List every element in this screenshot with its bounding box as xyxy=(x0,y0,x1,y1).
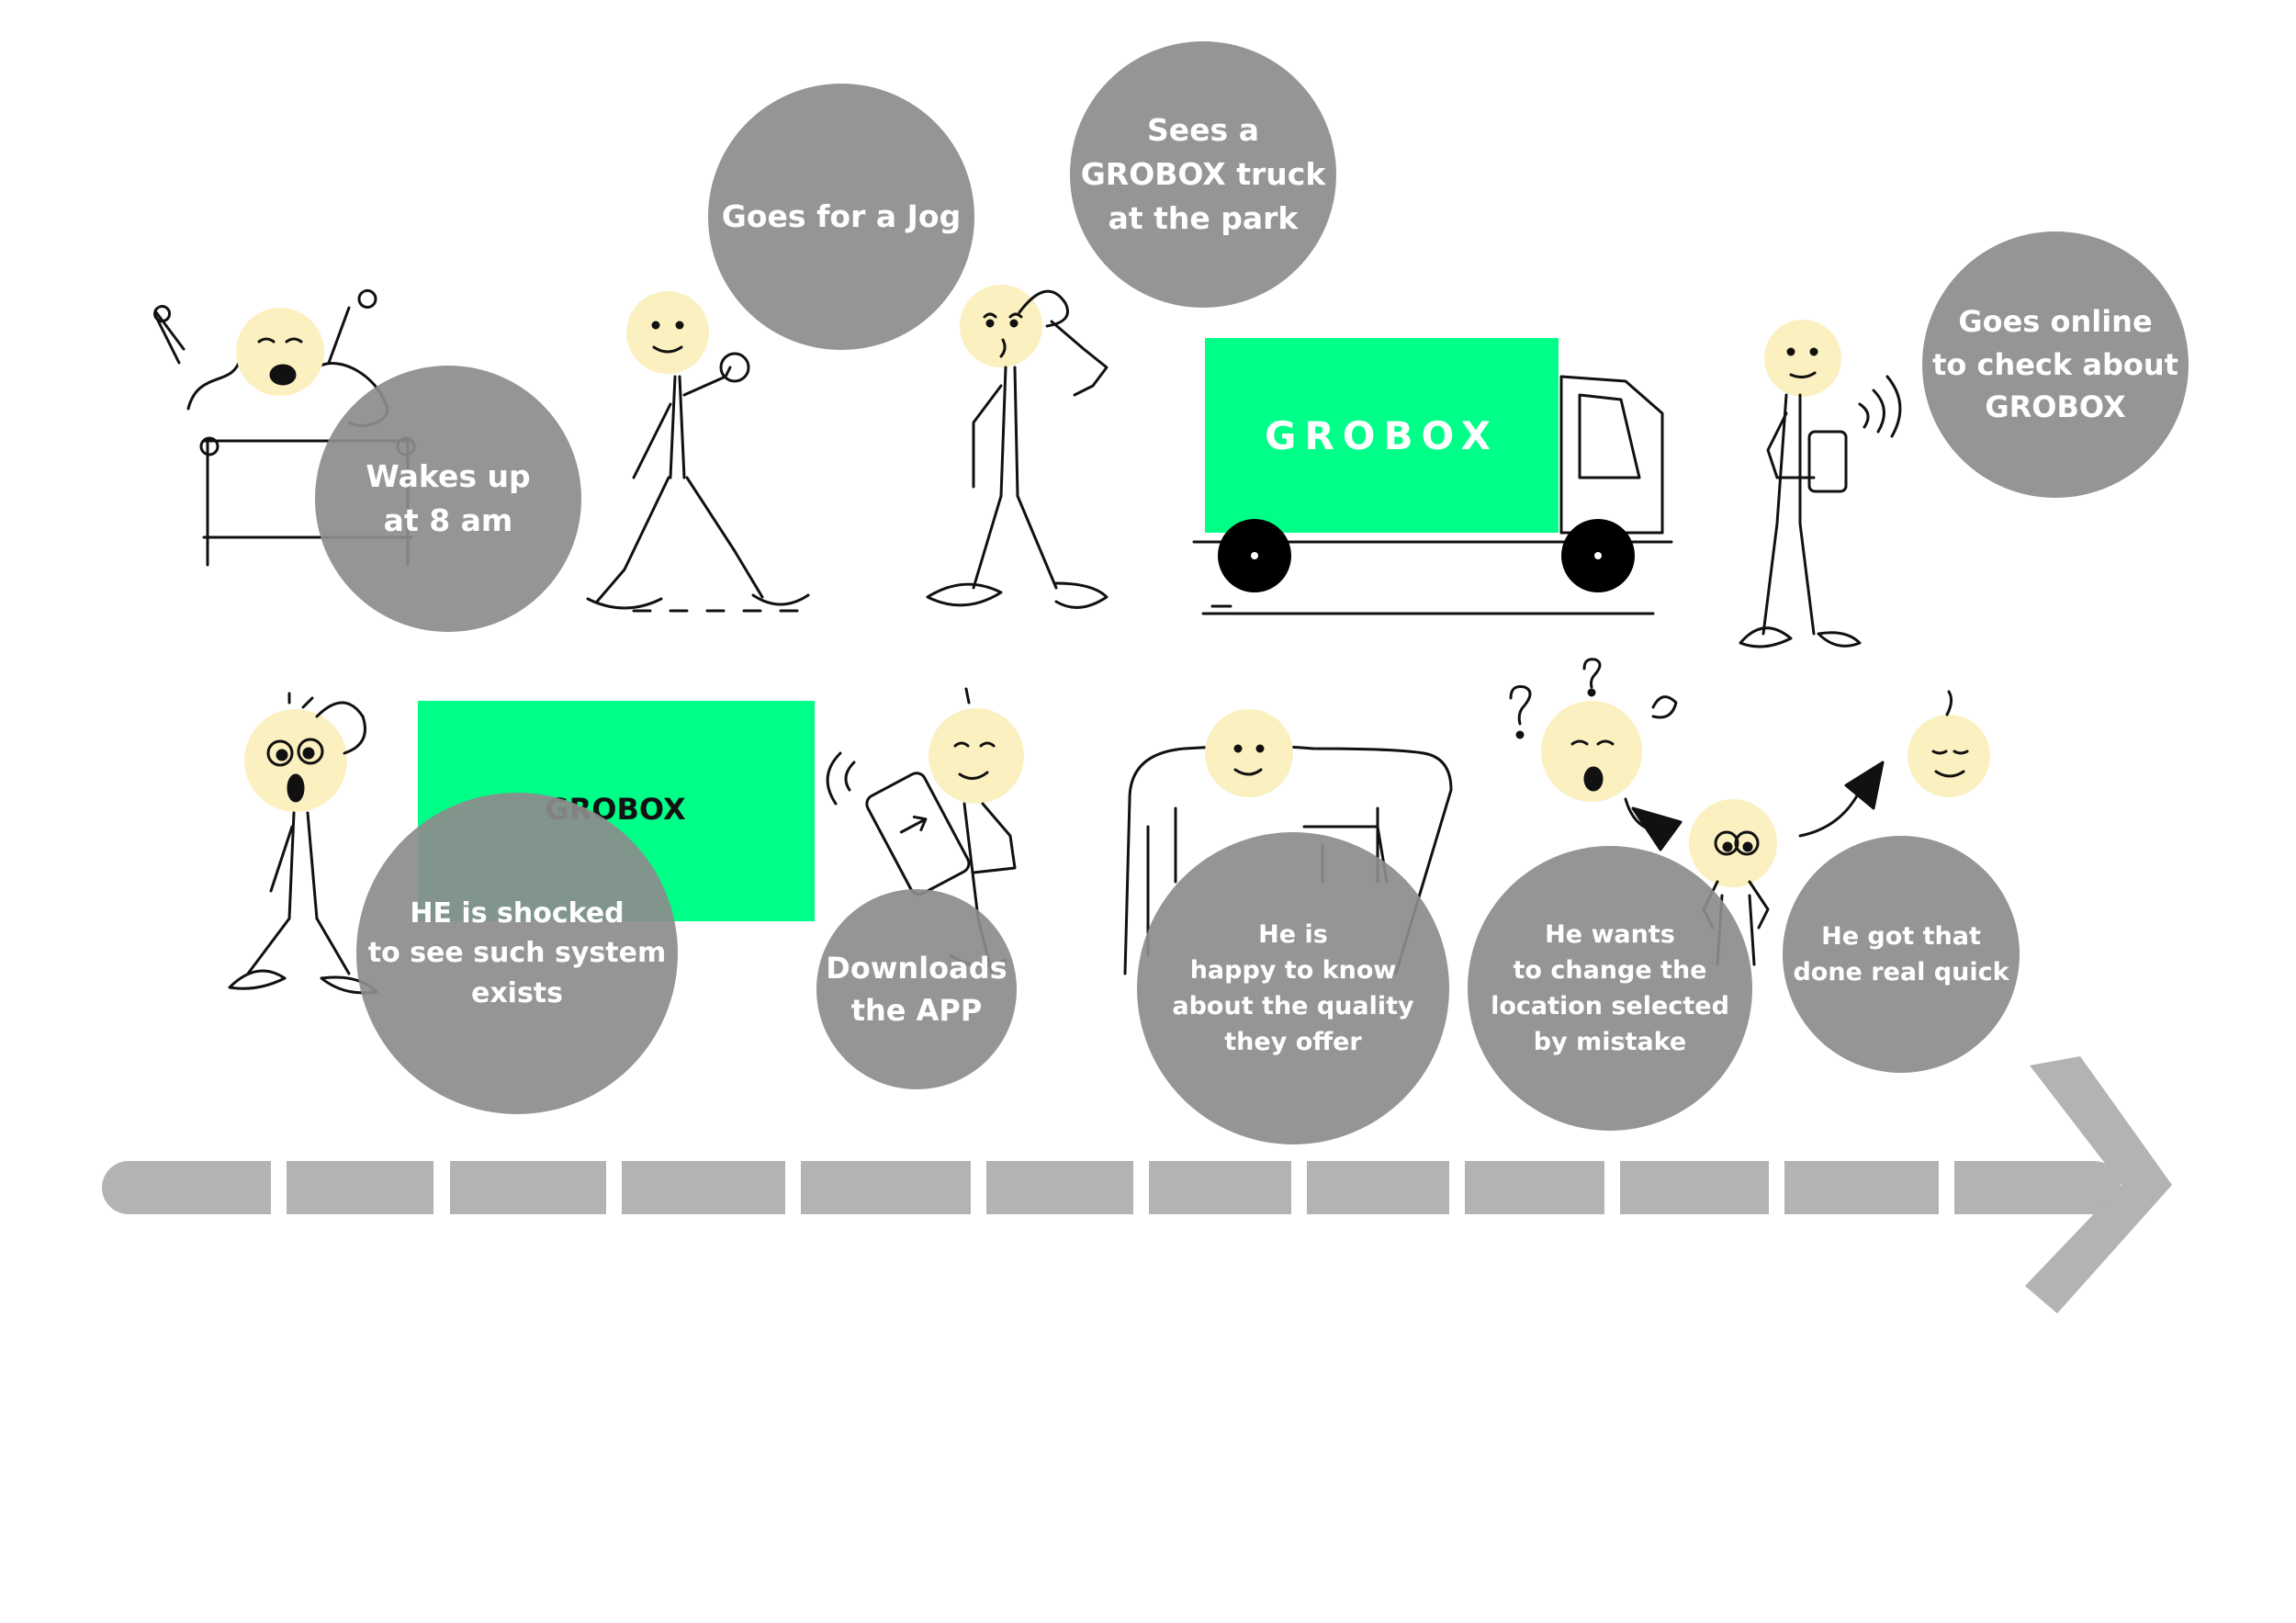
bubble-change: He wants to change the location selected… xyxy=(1468,846,1752,1131)
phone-figure xyxy=(826,687,1024,975)
bubble-truck: Sees a GROBOX truck at the park xyxy=(1070,41,1336,308)
bubble-jog: Goes for a Jog xyxy=(708,84,974,350)
shocked-figure xyxy=(228,692,378,995)
thinking-figure xyxy=(926,285,1109,609)
question-marks-icon xyxy=(1509,658,1678,739)
bubble-done: He got that done real quick xyxy=(1783,836,2020,1073)
truck-icon xyxy=(1192,338,1673,615)
relaxed-figure xyxy=(1908,690,1990,797)
bubble-shocked: HE is shocked to see such system exists xyxy=(356,793,678,1114)
face-wakes xyxy=(236,308,324,396)
jogging-figure xyxy=(586,291,810,613)
truck-brand: GROBOX xyxy=(1264,413,1500,458)
bubble-online: Goes online to check about GROBOX xyxy=(1922,231,2189,498)
arrow-icon xyxy=(1624,761,1885,851)
timeline-arrow-icon xyxy=(102,1056,2172,1313)
bubble-wakes: Wakes up at 8 am xyxy=(315,366,581,632)
bubble-download: Downloads the APP xyxy=(816,889,1017,1089)
checking-figure xyxy=(1739,320,1902,648)
bubble-happy: He is happy to know about the quality th… xyxy=(1137,832,1449,1144)
